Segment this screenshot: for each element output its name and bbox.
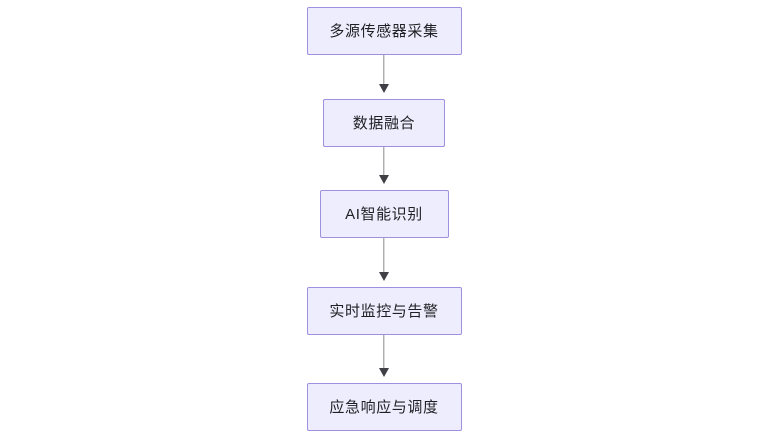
flowchart-node-label: 应急响应与调度: [329, 398, 439, 416]
arrow-down-icon: [379, 175, 389, 184]
flowchart-node-ai-recognition[interactable]: AI智能识别: [319, 190, 449, 238]
edge-line: [383, 238, 385, 279]
flowchart-edge-node1-to-node2: [377, 55, 391, 99]
edge-line: [383, 335, 385, 375]
arrow-down-icon: [379, 368, 389, 377]
flowchart-node-label: 多源传感器采集: [329, 22, 439, 40]
flowchart-edge-node2-to-node3: [377, 147, 391, 190]
flowchart-node-realtime-monitoring-and-alarm[interactable]: 实时监控与告警: [306, 287, 462, 335]
flowchart-edge-node3-to-node4: [377, 238, 391, 287]
flowchart-edge-node4-to-node5: [377, 335, 391, 383]
flowchart-node-label: AI智能识别: [345, 205, 423, 223]
arrow-down-icon: [379, 84, 389, 93]
arrow-down-icon: [379, 272, 389, 281]
edge-line: [383, 55, 385, 91]
flowchart-node-multi-source-sensor-collection[interactable]: 多源传感器采集: [306, 7, 462, 55]
edge-line: [383, 147, 385, 182]
flowchart-node-label: 数据融合: [352, 114, 416, 132]
flowchart-node-emergency-response-and-dispatch[interactable]: 应急响应与调度: [306, 383, 462, 431]
flowchart-node-label: 实时监控与告警: [329, 302, 439, 320]
flowchart-node-data-fusion[interactable]: 数据融合: [323, 99, 445, 147]
